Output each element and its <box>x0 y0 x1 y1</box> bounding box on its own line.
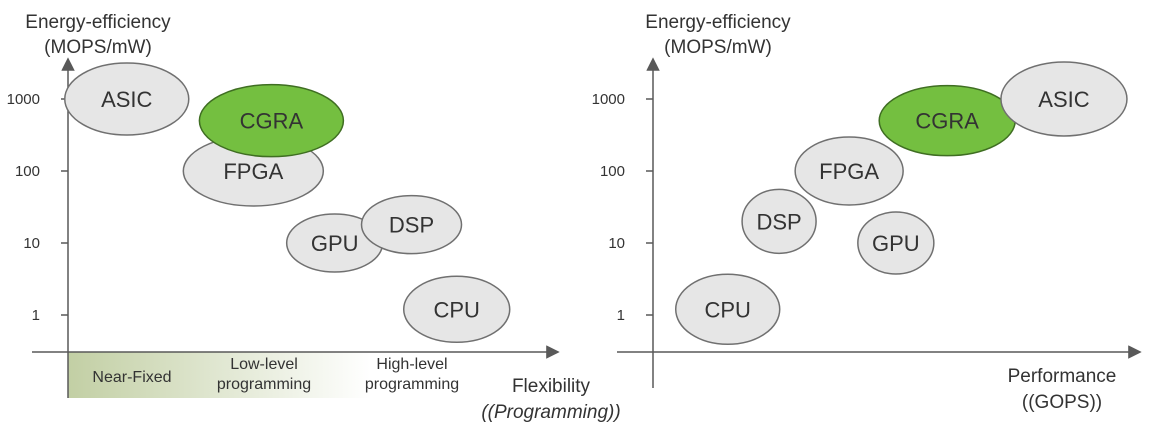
chart-flexibility: Energy-efficiency (MOPS/mW) Flexibility … <box>7 12 621 423</box>
bubble-cgra: CGRA <box>198 83 345 158</box>
y-tick-label: 100 <box>15 163 40 180</box>
x-axis-label-units: (GOPS) <box>1028 392 1096 413</box>
bubble-fpga: FPGA <box>794 136 904 206</box>
bubble-cgra-label: CGRA <box>240 109 304 134</box>
bubbles: FPGA ASIC CGRA GPU DSP CPU <box>64 62 511 344</box>
bubble-cgra: CGRA <box>878 84 1016 157</box>
bubble-cgra-shape <box>198 83 345 158</box>
bubble-gpu-shape <box>857 211 935 275</box>
bubble-cgra-label: CGRA <box>915 109 979 134</box>
bubble-cpu-shape <box>674 273 781 346</box>
bubble-dsp-shape <box>741 188 817 255</box>
x-axis-label-line-2: ((GOPS)) <box>1022 392 1102 413</box>
y-tick-label: 1000 <box>592 91 625 108</box>
bubble-dsp-label: DSP <box>389 213 434 238</box>
y-axis-label-line-2: (MOPS/mW) <box>664 37 772 58</box>
bubble-asic-label: ASIC <box>1038 87 1089 112</box>
bubble-cpu: CPU <box>402 275 511 344</box>
bubbles: CPU DSP FPGA GPU CGRA ASIC <box>674 61 1128 346</box>
x-axis-label-line-1: Performance <box>1008 366 1117 387</box>
x-axis-label-italic: (Programming) <box>488 402 615 423</box>
y-axis-label-line-2: (MOPS/mW) <box>44 37 152 58</box>
bubble-dsp-shape <box>360 194 463 255</box>
bubble-dsp: DSP <box>741 188 817 255</box>
bubble-gpu: GPU <box>857 211 935 275</box>
bubble-gpu-label: GPU <box>311 231 359 256</box>
bubble-fpga-shape <box>794 136 904 206</box>
y-tick-label: 1000 <box>7 91 40 108</box>
x-band-label-1: Near-Fixed <box>92 369 171 386</box>
bubble-gpu: GPU <box>285 213 384 273</box>
x-axis-label-line-1: Flexibility <box>512 376 591 397</box>
y-ticks: 1000 100 10 1 <box>7 91 68 324</box>
y-tick-label: 10 <box>23 235 40 252</box>
y-tick-label: 1 <box>32 307 40 324</box>
bubble-asic: ASIC <box>64 62 190 136</box>
bubble-asic-label: ASIC <box>101 87 152 112</box>
flexibility-band <box>68 352 488 398</box>
bubble-asic: ASIC <box>1000 61 1128 137</box>
bubble-fpga-label: FPGA <box>819 159 879 184</box>
chart-performance: Energy-efficiency (MOPS/mW) Performance … <box>592 12 1142 413</box>
bubble-cpu-shape <box>402 275 511 344</box>
bubble-gpu-label: GPU <box>872 231 920 256</box>
y-tick-label: 100 <box>600 163 625 180</box>
y-tick-label: 1 <box>617 307 625 324</box>
bubble-fpga-label: FPGA <box>223 159 283 184</box>
bubble-cpu-label: CPU <box>433 297 479 322</box>
y-axis-label-line-1: Energy-efficiency <box>645 12 791 33</box>
x-axis-label-line-2: ((Programming)) <box>481 402 620 423</box>
y-axis-label-line-1: Energy-efficiency <box>25 12 171 33</box>
y-ticks: 1000 100 10 1 <box>592 91 653 324</box>
bubble-asic-shape <box>64 62 190 136</box>
bubble-dsp: DSP <box>360 194 463 255</box>
bubble-dsp-label: DSP <box>756 209 801 234</box>
y-tick-label: 10 <box>608 235 625 252</box>
bubble-cpu-label: CPU <box>704 297 750 322</box>
bubble-asic-shape <box>1000 61 1128 137</box>
bubble-cpu: CPU <box>674 273 781 346</box>
